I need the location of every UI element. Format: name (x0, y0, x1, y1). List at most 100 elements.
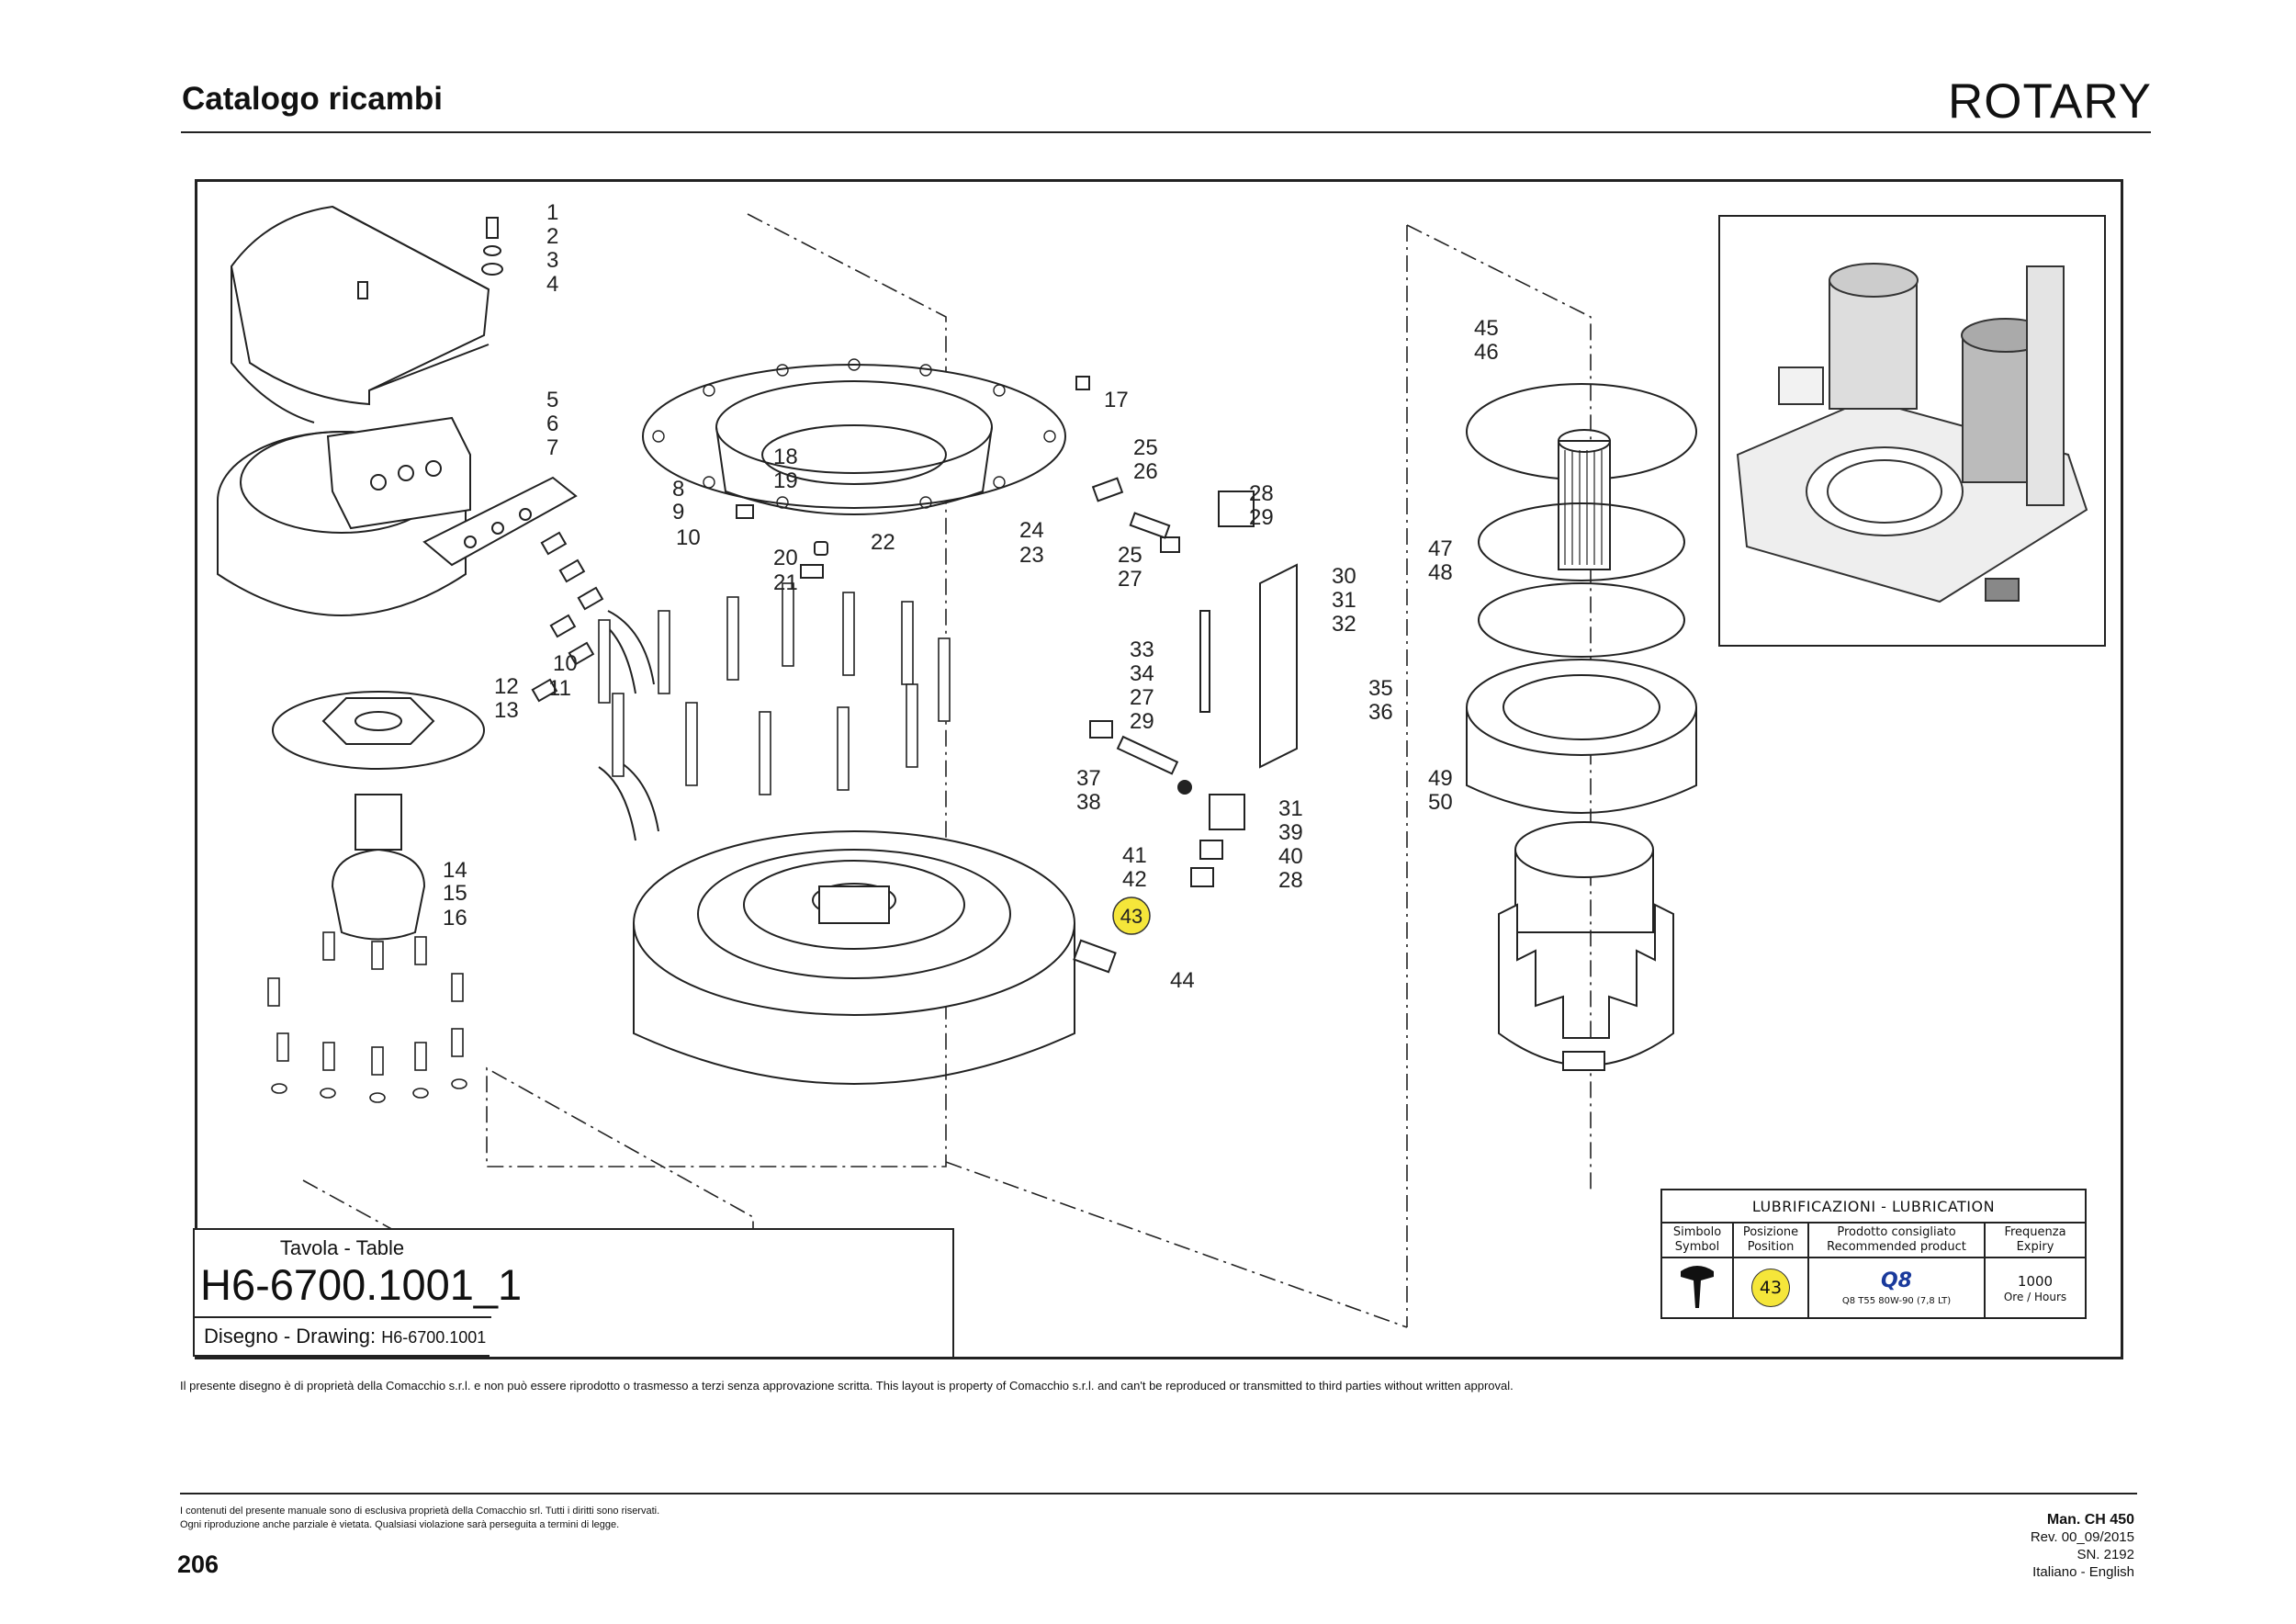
svg-text:39: 39 (1278, 820, 1303, 845)
svg-text:16: 16 (443, 906, 467, 930)
manual-code: Man. CH 450 (2046, 1512, 2134, 1528)
svg-text:10: 10 (676, 525, 701, 550)
col-position-it: Posizione (1742, 1225, 1799, 1239)
col-frequency-it: Frequenza (2004, 1225, 2066, 1239)
svg-text:7: 7 (546, 435, 558, 460)
svg-text:31: 31 (1278, 796, 1303, 821)
svg-text:12: 12 (494, 674, 519, 699)
frequency-value: 1000 (2017, 1273, 2054, 1290)
svg-text:23: 23 (1019, 543, 1044, 568)
title-block-divider (193, 1316, 491, 1318)
svg-text:27: 27 (1130, 685, 1154, 710)
col-symbol: Simbolo Symbol (1660, 1222, 1734, 1258)
oil-can-icon (1660, 1257, 1734, 1319)
svg-text:28: 28 (1278, 868, 1303, 893)
col-product: Prodotto consigliato Recommended product (1807, 1222, 1986, 1258)
svg-text:13: 13 (494, 698, 519, 723)
col-symbol-it: Simbolo (1672, 1225, 1722, 1239)
svg-text:50: 50 (1428, 790, 1453, 815)
svg-text:42: 42 (1122, 867, 1147, 892)
col-position: Posizione Position (1732, 1222, 1809, 1258)
col-position-en: Position (1747, 1240, 1795, 1254)
svg-text:4: 4 (546, 272, 558, 297)
svg-text:33: 33 (1130, 637, 1154, 662)
svg-text:36: 36 (1368, 700, 1393, 725)
svg-text:22: 22 (871, 530, 895, 555)
svg-text:20: 20 (773, 546, 798, 570)
serial-number: SN. 2192 (2077, 1547, 2134, 1562)
copyright-notice-line-1: I contenuti del presente manuale sono di… (180, 1506, 660, 1517)
middle-assembly (598, 358, 1298, 1085)
svg-text:27: 27 (1118, 567, 1142, 592)
ownership-disclaimer: Il presente disegno è di proprietà della… (180, 1379, 1514, 1393)
svg-text:28: 28 (1249, 481, 1274, 506)
svg-text:43: 43 (1120, 905, 1142, 928)
product-cell: Q8 Q8 T55 80W-90 (7,8 LT) (1807, 1257, 1986, 1319)
svg-text:31: 31 (1332, 588, 1356, 613)
svg-text:1: 1 (546, 200, 558, 225)
svg-text:25: 25 (1133, 435, 1158, 460)
svg-text:38: 38 (1076, 790, 1101, 815)
languages: Italiano - English (2032, 1564, 2134, 1580)
svg-text:8: 8 (672, 477, 684, 502)
table-code: H6-6700.1001_1 (200, 1260, 523, 1309)
svg-text:35: 35 (1368, 676, 1393, 701)
svg-text:47: 47 (1428, 536, 1453, 561)
svg-text:10: 10 (553, 651, 578, 676)
lubrication-table: LUBRIFICAZIONI - LUBRICATION Simbolo Sym… (1660, 1189, 2087, 1319)
manual-info: Man. CH 450 Rev. 00_09/2015 SN. 2192 Ita… (2031, 1511, 2134, 1581)
table-label: Tavola - Table (279, 1236, 405, 1259)
frequency-unit: Ore / Hours (2003, 1291, 2067, 1303)
q8-logo: Q8 (1880, 1269, 1912, 1292)
svg-text:17: 17 (1104, 388, 1129, 412)
position-marker: 43 (1751, 1269, 1790, 1307)
drawing-code: H6-6700.1001 (381, 1328, 487, 1347)
svg-text:9: 9 (672, 500, 684, 524)
svg-text:11: 11 (548, 676, 571, 701)
svg-text:6: 6 (546, 412, 558, 436)
bolt-group-middle (598, 582, 951, 795)
svg-text:46: 46 (1474, 340, 1499, 365)
svg-text:3: 3 (546, 248, 558, 273)
svg-text:49: 49 (1428, 766, 1453, 791)
svg-text:25: 25 (1118, 543, 1142, 568)
lubrication-title: LUBRIFICAZIONI - LUBRICATION (1660, 1189, 2087, 1224)
col-product-it: Prodotto consigliato (1837, 1225, 1956, 1239)
svg-text:40: 40 (1278, 844, 1303, 869)
svg-text:26: 26 (1133, 459, 1158, 484)
product-name: Q8 T55 80W-90 (7,8 LT) (1841, 1296, 1952, 1306)
left-assembly (217, 205, 659, 1103)
svg-text:32: 32 (1332, 612, 1356, 637)
drawing-label: Disegno - Drawing: H6-6700.1001 (204, 1325, 486, 1348)
col-symbol-en: Symbol (1674, 1240, 1720, 1254)
svg-text:21: 21 (773, 570, 798, 595)
col-product-en: Recommended product (1827, 1240, 1966, 1254)
svg-text:18: 18 (773, 445, 798, 469)
svg-text:24: 24 (1019, 518, 1044, 543)
fitting-group (531, 531, 604, 703)
title-block-extension (490, 1228, 954, 1357)
svg-text:5: 5 (546, 388, 558, 412)
svg-text:44: 44 (1170, 968, 1195, 993)
svg-text:45: 45 (1474, 316, 1499, 341)
revision: Rev. 00_09/2015 (2030, 1529, 2134, 1545)
page-number: 206 (177, 1551, 219, 1578)
section-brand: ROTARY (1948, 74, 2152, 129)
bolt-group-left (267, 931, 467, 1103)
svg-text:30: 30 (1332, 564, 1356, 589)
svg-text:41: 41 (1122, 843, 1147, 868)
callout-43-marker: 43 (1112, 897, 1151, 935)
svg-text:2: 2 (546, 224, 558, 249)
svg-text:34: 34 (1130, 661, 1154, 686)
header-rule (181, 131, 2151, 133)
footer-rule (180, 1493, 2137, 1494)
drawing-label-text: Disegno - Drawing: (204, 1325, 377, 1348)
svg-text:15: 15 (443, 881, 467, 906)
machine-inset (1718, 215, 2106, 647)
title-block (193, 1228, 491, 1357)
svg-text:37: 37 (1076, 766, 1101, 791)
right-assembly (1466, 383, 1697, 1071)
position-cell: 43 (1732, 1257, 1809, 1319)
